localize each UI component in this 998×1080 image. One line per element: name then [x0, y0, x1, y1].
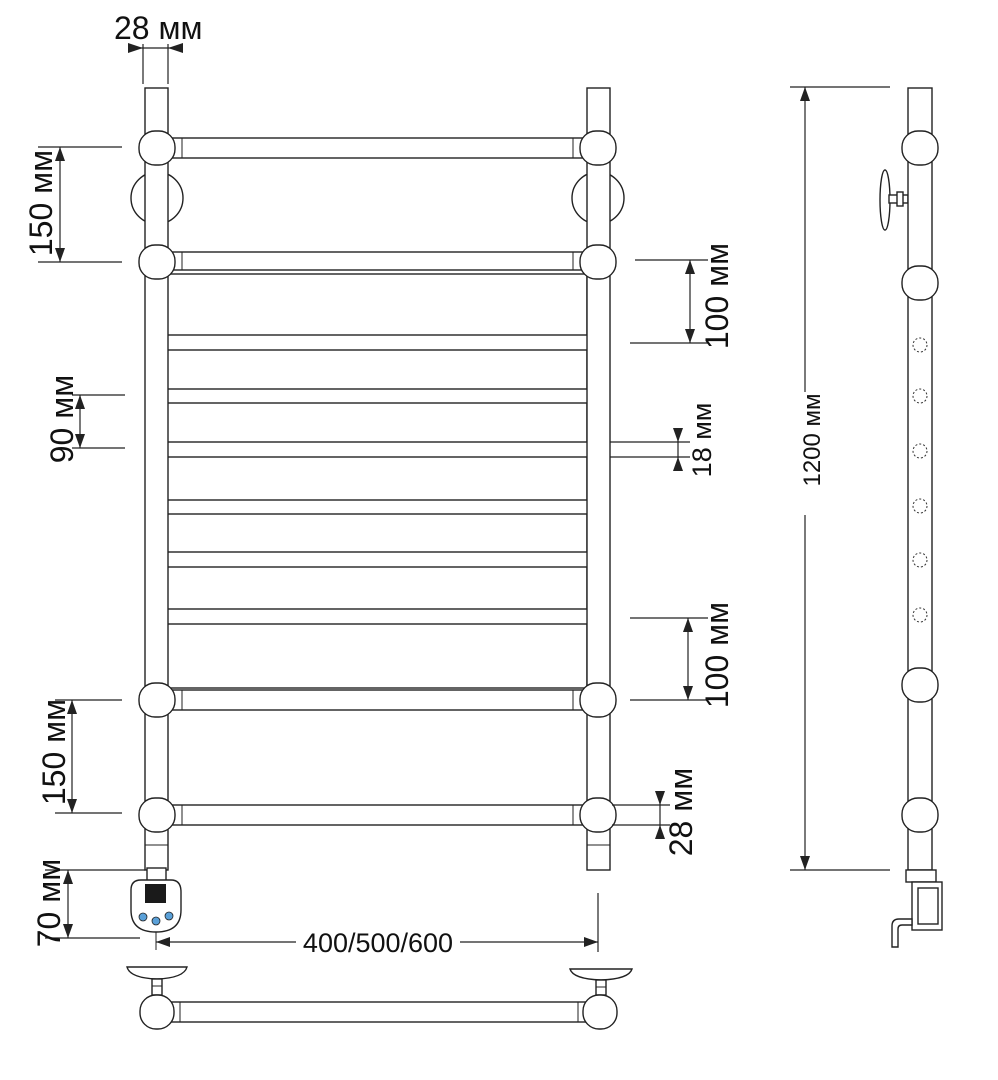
- round-bar-top-view: [169, 1001, 589, 1023]
- dim-label: 100 мм: [699, 602, 735, 708]
- hidden-joint: [912, 443, 928, 459]
- round-bar: [167, 804, 588, 826]
- dim-width-options: 400/500/600: [156, 893, 599, 958]
- dim-label: 28 мм: [114, 10, 202, 46]
- arrow-head: [128, 43, 143, 53]
- ball-joint: [579, 682, 617, 718]
- left-post: [144, 87, 169, 871]
- dim-label: 70 мм: [31, 859, 67, 947]
- dim-label: 150 мм: [36, 699, 72, 805]
- dim-lower-round-bar-spacing: 150 мм: [36, 699, 122, 814]
- dim-label: 400/500/600: [303, 928, 453, 958]
- bracket-stem: [151, 978, 163, 996]
- dim-upper-gap-right: 100 мм: [630, 243, 735, 349]
- display-icon: [145, 884, 166, 903]
- hidden-joint: [912, 337, 928, 353]
- dim-label: 90 мм: [44, 375, 80, 463]
- ball-joint: [579, 130, 617, 166]
- ball-joint: [139, 994, 175, 1030]
- dim-lower-gap-right: 100 мм: [630, 602, 735, 708]
- arrow-head: [673, 428, 683, 442]
- dim-flat-bar-gap: 18 мм: [610, 403, 717, 478]
- wall-flange-right: [569, 968, 633, 981]
- front-view: [130, 87, 625, 950]
- dim-total-height: 1200 мм: [790, 86, 890, 871]
- hidden-joint: [912, 607, 928, 623]
- ball-joint: [901, 797, 939, 833]
- button-icon: [151, 916, 161, 926]
- round-bar: [167, 689, 588, 711]
- flat-bar: [166, 513, 588, 553]
- button-icon: [138, 912, 148, 922]
- round-bar: [167, 137, 588, 159]
- dim-label: 100 мм: [699, 243, 735, 349]
- ball-joint: [579, 244, 617, 280]
- ball-joint: [138, 130, 176, 166]
- arrow-head: [655, 825, 665, 839]
- right-post: [586, 87, 611, 871]
- dim-heater-offset: 70 мм: [31, 859, 145, 947]
- flat-bar: [166, 566, 588, 610]
- flat-bar: [166, 402, 588, 443]
- ball-joint: [901, 130, 939, 166]
- ball-joint: [138, 244, 176, 280]
- ball-joint: [138, 797, 176, 833]
- ball-joint: [582, 994, 618, 1030]
- dim-label: 28 мм: [663, 768, 699, 856]
- ball-joint: [901, 667, 939, 703]
- dim-label: 18 мм: [687, 403, 717, 478]
- dim-round-bar-diameter: 28 мм: [612, 768, 699, 856]
- dim-flat-bar-pitch: 90 мм: [44, 375, 125, 463]
- flat-bar: [166, 456, 588, 501]
- arrow-head: [655, 791, 665, 805]
- ball-joint: [901, 265, 939, 301]
- button-icon: [164, 911, 174, 921]
- hidden-joint: [912, 498, 928, 514]
- round-bar: [167, 251, 588, 271]
- arrow-head: [673, 457, 683, 471]
- hidden-joint: [912, 552, 928, 568]
- electric-heater: [130, 867, 182, 950]
- side-view: [879, 87, 943, 948]
- dim-upper-round-bar-spacing: 150 мм: [23, 146, 122, 263]
- dim-tube-width-top: 28 мм: [114, 10, 202, 84]
- flat-bar: [166, 273, 588, 336]
- ball-joint: [138, 682, 176, 718]
- dim-label: 1200 мм: [799, 393, 826, 486]
- hidden-joint: [912, 388, 928, 404]
- top-view: [126, 966, 633, 1030]
- arrow-head: [168, 43, 183, 53]
- wall-flange-left: [126, 966, 188, 980]
- ball-joint: [579, 797, 617, 833]
- dim-label: 150 мм: [23, 150, 59, 256]
- flat-bar: [166, 623, 588, 689]
- side-post: [907, 87, 933, 871]
- electric-heater-side: [891, 869, 943, 948]
- flat-bar: [166, 349, 588, 390]
